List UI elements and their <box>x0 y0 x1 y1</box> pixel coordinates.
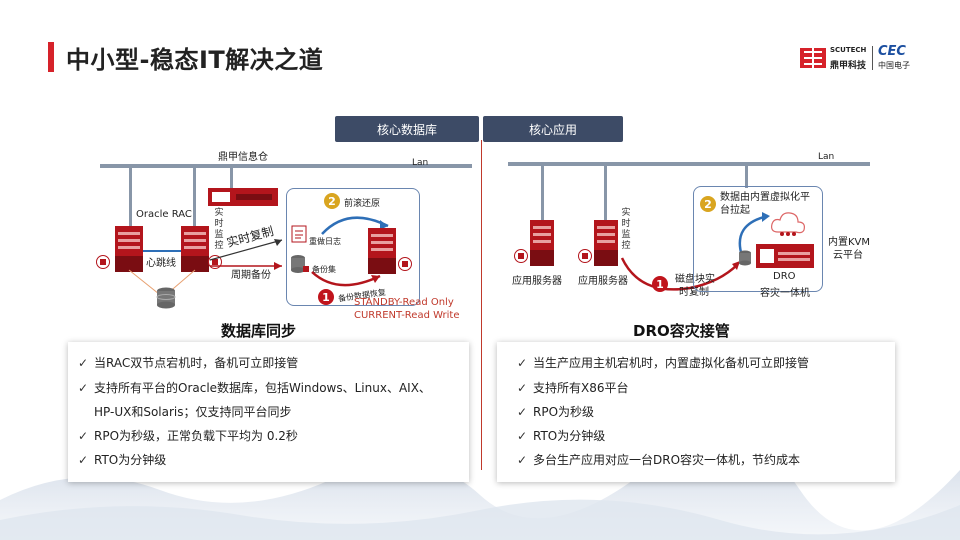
left-bullet-2: ✓支持所有平台的Oracle数据库，包括Windows、Linux、AIX、 <box>78 381 431 395</box>
standby-db-icon <box>398 257 412 271</box>
app-server-1-db-icon <box>514 249 528 263</box>
dro-label-2: 容灾一体机 <box>760 288 810 299</box>
app-server-1-icon <box>530 220 554 266</box>
heartbeat-link <box>143 250 181 252</box>
right-drop-1 <box>541 164 544 220</box>
backup-appliance-icon <box>208 188 278 206</box>
scutech-logo-icon <box>800 48 826 70</box>
heartbeat-label: 心跳线 <box>146 258 176 269</box>
shared-storage-icon <box>156 287 176 309</box>
check-icon: ✓ <box>78 381 89 395</box>
replication-arrows <box>209 239 283 270</box>
redo-log-label: 重做日志 <box>309 237 341 246</box>
left-section-heading: 数据库同步 <box>221 322 297 340</box>
left-drop-3 <box>230 166 233 188</box>
left-bullet-3: ✓RPO为秒级，正常负载下平均为 0.2秒 <box>78 429 298 443</box>
partner-cn: 中国电子 <box>878 61 910 70</box>
dro-appliance-icon <box>756 244 814 268</box>
check-icon: ✓ <box>78 429 89 443</box>
page-title: 中小型-稳态IT解决之道 <box>66 46 324 74</box>
right-bullet-4: ✓RTO为分钟级 <box>517 429 606 443</box>
left-bullets-card: ✓当RAC双节点宕机时，备机可立即接管 ✓支持所有平台的Oracle数据库，包括… <box>68 342 469 482</box>
disk-copy-arrow <box>620 257 740 291</box>
standby-box <box>286 188 420 306</box>
app-server-1-label: 应用服务器 <box>512 276 562 287</box>
app-server-2-label: 应用服务器 <box>578 276 628 287</box>
right-lan-bus <box>508 162 870 166</box>
dro-storage-icon <box>739 250 751 266</box>
right-drop-3 <box>745 164 748 188</box>
app-server-2-db-icon <box>578 249 592 263</box>
oracle-rac-label: Oracle RAC <box>136 209 192 220</box>
forward-restore-label: 前滚还原 <box>344 199 381 209</box>
left-bullet-2-cont: HP-UX和Solaris；仅支持同平台同步 <box>94 405 292 419</box>
center-divider <box>481 140 482 470</box>
title-accent-bar <box>48 42 54 72</box>
tab-core-database[interactable]: 核心数据库 <box>335 116 479 142</box>
step-one-badge-left: 1 <box>318 289 334 305</box>
partner-en: CEC <box>878 44 906 59</box>
right-drop-2 <box>604 164 607 220</box>
backup-restore-arrow <box>311 271 381 287</box>
step-two-badge: 2 <box>324 193 340 209</box>
periodic-backup-label: 周期备份 <box>231 270 271 281</box>
step-two-badge-right: 2 <box>700 196 716 212</box>
forward-restore-arrow <box>321 216 389 235</box>
kvm-label-2: 云平台 <box>833 250 863 261</box>
check-icon: ✓ <box>517 405 528 419</box>
disk-copy-label-2: 时复制 <box>679 287 709 298</box>
network-label: 鼎甲信息仓 <box>218 152 268 163</box>
current-note: CURRENT-Read Write <box>354 310 460 321</box>
check-icon: ✓ <box>78 453 89 467</box>
left-lan-bus <box>100 164 472 168</box>
backup-set-icon <box>291 255 309 273</box>
backup-set-label: 备份集 <box>312 265 336 274</box>
brand-cn: 鼎甲科技 <box>830 61 867 71</box>
check-icon: ✓ <box>517 429 528 443</box>
rac-server-1-db-icon <box>96 255 110 269</box>
check-icon: ✓ <box>78 356 89 370</box>
app-server-2-icon <box>594 220 618 266</box>
disk-copy-label-1: 磁盘块实 <box>675 274 715 285</box>
check-icon: ✓ <box>517 356 528 370</box>
kvm-label-1: 内置KVM <box>828 237 871 248</box>
right-section-heading: DRO容灾接管 <box>633 322 730 340</box>
brand-en: SCUTECH <box>830 46 867 54</box>
standby-server-icon <box>368 228 396 274</box>
redo-log-icon <box>291 225 307 243</box>
right-bullet-5: ✓多台生产应用对应一台DRO容灾一体机，节约成本 <box>517 453 801 467</box>
standby-note: STANDBY-Read Only <box>354 297 454 308</box>
dro-box <box>693 186 823 292</box>
left-drop-2 <box>193 166 196 226</box>
left-realtime-monitor-label: 实时监控 <box>214 208 224 251</box>
right-bullet-3: ✓RPO为秒级 <box>517 405 595 419</box>
cloud-platform-icon <box>771 212 805 236</box>
rac-server-1-icon <box>115 226 143 272</box>
dro-label-1: DRO <box>773 271 796 282</box>
right-bullet-2: ✓支持所有X86平台 <box>517 381 629 395</box>
check-icon: ✓ <box>517 453 528 467</box>
step-one-badge-right: 1 <box>652 276 668 292</box>
tab-core-application[interactable]: 核心应用 <box>483 116 623 142</box>
right-bullets-card: ✓当生产应用主机宕机时，内置虚拟化备机可立即接管 ✓支持所有X86平台 ✓RPO… <box>497 342 895 482</box>
left-bullet-1: ✓当RAC双节点宕机时，备机可立即接管 <box>78 356 299 370</box>
left-lan-label: Lan <box>412 158 429 168</box>
right-lan-label: Lan <box>818 152 835 162</box>
check-icon: ✓ <box>517 381 528 395</box>
company-logo: SCUTECH 鼎甲科技 CEC 中国电子 <box>798 44 920 72</box>
virtualization-label-2: 台拉起 <box>720 205 750 216</box>
left-bullet-4: ✓RTO为分钟级 <box>78 453 167 467</box>
virtualization-label-1: 数据由内置虚拟化平 <box>720 192 810 203</box>
rac-server-2-icon <box>181 226 209 272</box>
right-bullet-1: ✓当生产应用主机宕机时，内置虚拟化备机可立即接管 <box>517 356 810 370</box>
virtualization-arrow <box>738 212 770 257</box>
right-realtime-monitor-label: 实时监控 <box>621 208 631 251</box>
left-drop-1 <box>129 166 132 226</box>
